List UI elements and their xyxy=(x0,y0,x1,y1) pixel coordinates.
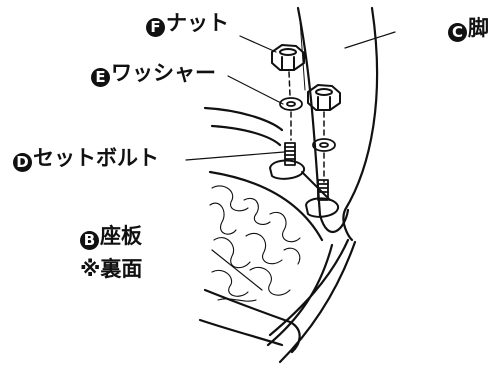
set-bolt-part xyxy=(284,142,329,201)
seat-board-part xyxy=(198,106,350,354)
label-letter-f: F xyxy=(146,18,165,37)
label-letter-c: C xyxy=(448,23,467,42)
leg-part xyxy=(266,6,379,364)
nut-part-2 xyxy=(307,84,341,111)
mounting-bracket xyxy=(269,159,339,218)
assembly-axis-lines xyxy=(288,71,325,183)
label-letter-b: B xyxy=(80,231,99,250)
label-letter-d: D xyxy=(13,153,32,172)
label-washer-text: ワッシャー xyxy=(111,61,216,85)
seat-texture xyxy=(209,185,301,302)
label-set-bolt-text: セットボルト xyxy=(33,146,159,170)
label-back-side-text: ※裏面 xyxy=(80,257,143,281)
label-leg-text: 脚 xyxy=(468,16,489,40)
label-nut-text: ナット xyxy=(166,11,229,35)
washer-part xyxy=(279,97,336,152)
nut-part xyxy=(271,44,305,71)
label-seat-board-text: 座板 xyxy=(100,224,142,248)
leader-lines xyxy=(185,31,396,291)
label-letter-e: E xyxy=(91,68,110,87)
label-back-side-note: ※裏面 xyxy=(80,259,142,280)
